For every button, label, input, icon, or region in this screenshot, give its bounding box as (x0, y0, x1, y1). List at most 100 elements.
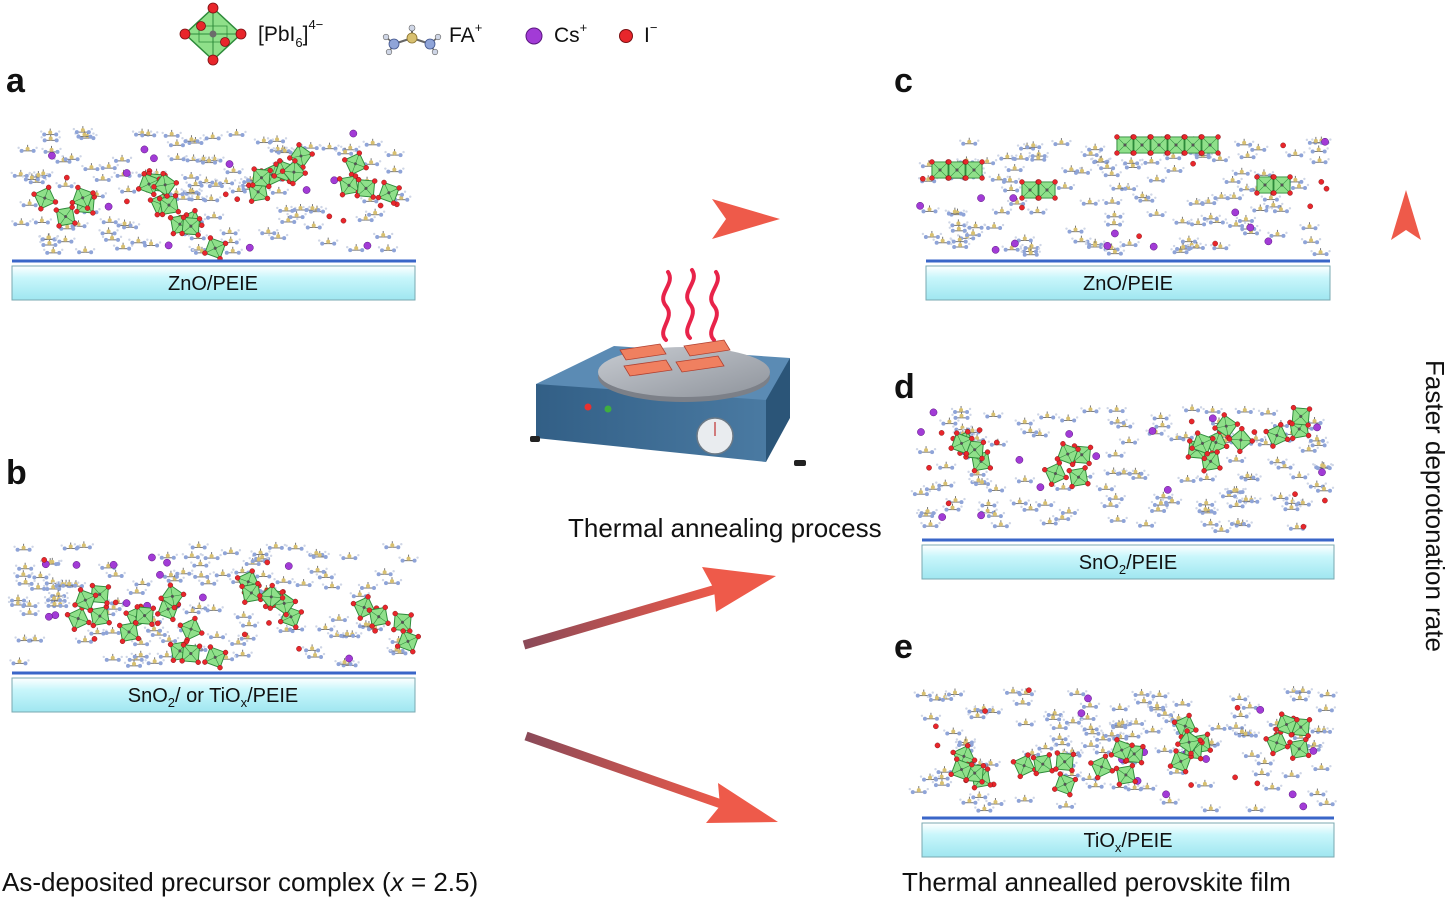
fa-cation (919, 773, 941, 782)
iodide-ion (919, 175, 926, 182)
fa-cation (1065, 225, 1086, 234)
fa-cation (1186, 197, 1207, 206)
fa-cation (304, 651, 326, 660)
pbi6-octahedron (342, 150, 369, 178)
iodide-ion (154, 620, 161, 627)
substrate-e-label: TiOx/PEIE (1083, 830, 1172, 855)
fa-cation (1225, 454, 1247, 463)
fa-cation (74, 246, 96, 255)
cesium-ion (1077, 709, 1086, 718)
fa-cation (967, 711, 988, 720)
cesium-ion (1318, 468, 1326, 477)
iodide-ion (91, 636, 98, 642)
iodide-ion (1300, 523, 1307, 530)
perovskite-layer-e (908, 686, 1338, 813)
pbi6-octahedron (1199, 134, 1221, 156)
fa-cation (17, 144, 38, 153)
panel-letter-e: e (894, 628, 913, 666)
substrate-d: SnO2/PEIE (921, 538, 1335, 580)
fa-cation (285, 542, 306, 551)
fa-cation (132, 578, 153, 587)
fa-cation (1226, 500, 1247, 509)
fa-cation (973, 703, 994, 712)
fa-cation (1251, 768, 1273, 777)
substrate-b: SnO2/ or TiOx/PEIE (11, 671, 416, 713)
cesium-ion (917, 428, 925, 436)
fa-cation (253, 136, 275, 145)
fa-cation (1172, 243, 1194, 252)
fa-cation (1175, 431, 1196, 440)
arrow-a-to-c (522, 199, 780, 239)
iodide-ion (1318, 179, 1325, 185)
cesium-ion (1231, 208, 1240, 217)
fa-cation (19, 600, 40, 609)
fa-cation (11, 218, 32, 227)
fa-cation (13, 570, 34, 579)
fa-cation (268, 186, 290, 195)
fa-cation (99, 216, 120, 225)
fa-cation (301, 644, 323, 653)
iodide-ion (933, 723, 939, 730)
pbi6-octahedron (151, 170, 180, 199)
fa-cation (949, 235, 970, 244)
fa-cation (965, 221, 986, 230)
fa-cation (1092, 746, 1114, 755)
legend-cs-label: Cs+ (554, 20, 587, 47)
fa-cation (1299, 222, 1320, 231)
fa-cation (1107, 514, 1128, 523)
fa-cation (1229, 693, 1250, 702)
fa-cation (1231, 167, 1252, 176)
fa-cation (87, 627, 108, 636)
cesium-ion (1084, 694, 1092, 703)
iodide-ion (372, 628, 378, 634)
fa-cation (181, 135, 202, 144)
fa-cation (985, 797, 1006, 806)
fa-cation (1049, 733, 1070, 742)
fa-cation (1154, 709, 1176, 718)
iodide-ion (377, 202, 384, 209)
fa-cation (931, 779, 953, 788)
cesium-ion (45, 612, 53, 621)
fa-cation (935, 461, 957, 470)
fa-cation (182, 606, 203, 615)
fa-cation (167, 153, 188, 162)
fa-cation (1234, 405, 1256, 414)
fa-cation (72, 126, 94, 135)
fa-cation (1027, 206, 1048, 215)
fa-cation (1029, 429, 1050, 438)
fa-cation (98, 162, 119, 171)
fa-cation (215, 177, 237, 186)
fa-cation (389, 647, 410, 656)
fa-cation (1177, 474, 1198, 483)
fa-cation (1001, 243, 1022, 252)
fa-cation (1308, 725, 1329, 734)
iodide-ion (241, 631, 248, 638)
panel-letter-b: b (6, 454, 27, 492)
cesium-ion (1009, 194, 1018, 202)
pbi6-octahedron (1030, 752, 1055, 777)
iodide-ion (982, 708, 988, 714)
fa-cation (187, 193, 208, 202)
fa-cation (1109, 182, 1130, 191)
pbi6-octahedron (1212, 412, 1241, 441)
fa-cation (1084, 240, 1106, 249)
fa-cation (1308, 439, 1329, 448)
pbi6-octahedron (1113, 762, 1138, 787)
fa-cation (1315, 704, 1337, 713)
fa-cation (1037, 411, 1058, 420)
fa-cation (290, 203, 311, 212)
cesium-ion (72, 561, 81, 569)
fa-cation (948, 219, 969, 228)
fa-cation (223, 166, 244, 175)
fa-cation (1080, 149, 1101, 158)
fa-cation (1211, 192, 1232, 201)
hotplate-illustration (530, 268, 806, 466)
fa-cation (1147, 504, 1169, 513)
fa-cation (201, 552, 222, 561)
fa-cation (355, 214, 376, 223)
fa-cation (226, 128, 247, 137)
pbi6-octahedron (394, 628, 421, 655)
fa-cation (1010, 152, 1032, 161)
pbi6-octahedron (1226, 426, 1255, 455)
precursor-layer-a (10, 126, 412, 262)
